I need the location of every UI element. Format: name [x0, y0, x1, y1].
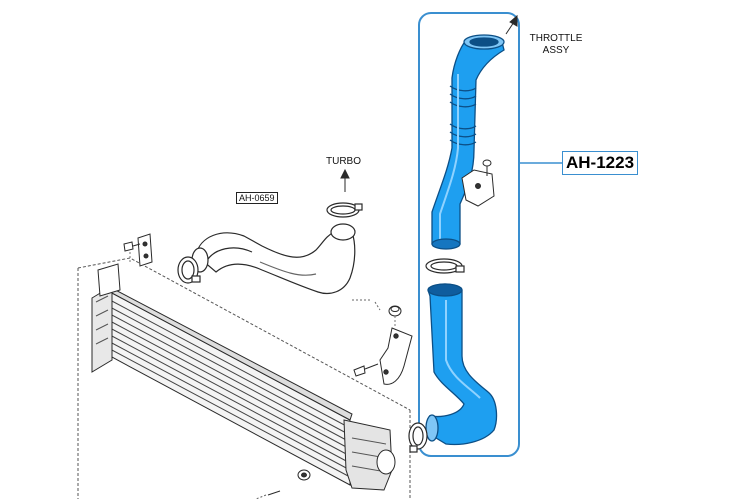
- intercooler: [77, 257, 411, 499]
- turbo-label: TURBO: [326, 156, 361, 167]
- highlight-box: [418, 12, 520, 457]
- clamp-lower: [408, 422, 428, 453]
- left-bracket: [123, 233, 153, 267]
- throttle-arrow: [505, 14, 518, 35]
- turbo-hose: [191, 223, 356, 295]
- turbo-arrow: [340, 168, 350, 192]
- clamp-turbo: [326, 202, 363, 218]
- intercooler-fins: [109, 299, 351, 478]
- lower-blue-hose: [425, 283, 498, 446]
- upper-hose-bracket: [461, 159, 495, 207]
- reference-marks: [255, 299, 381, 499]
- left-bolt: [123, 241, 134, 252]
- middle-bracket: [353, 305, 413, 385]
- part-number-small[interactable]: AH-0659: [236, 192, 278, 204]
- part-number-main[interactable]: AH-1223: [562, 151, 639, 175]
- throttle-label-line1: THROTTLE: [529, 33, 583, 44]
- intercooler-core: [109, 291, 351, 486]
- left-tank-bracket: [97, 263, 121, 297]
- clamp-middle: [425, 258, 465, 274]
- upper-blue-hose: [431, 34, 505, 250]
- throttle-label: THROTTLE ASSY: [518, 33, 594, 57]
- upper-bracket-bolt: [482, 159, 492, 167]
- intercooler-outlet: [376, 449, 396, 475]
- turbo-hose-upper-end: [330, 223, 356, 241]
- clamp-intercooler-inlet: [177, 256, 201, 284]
- middle-bolt: [353, 365, 366, 377]
- throttle-label-line2: ASSY: [542, 45, 570, 56]
